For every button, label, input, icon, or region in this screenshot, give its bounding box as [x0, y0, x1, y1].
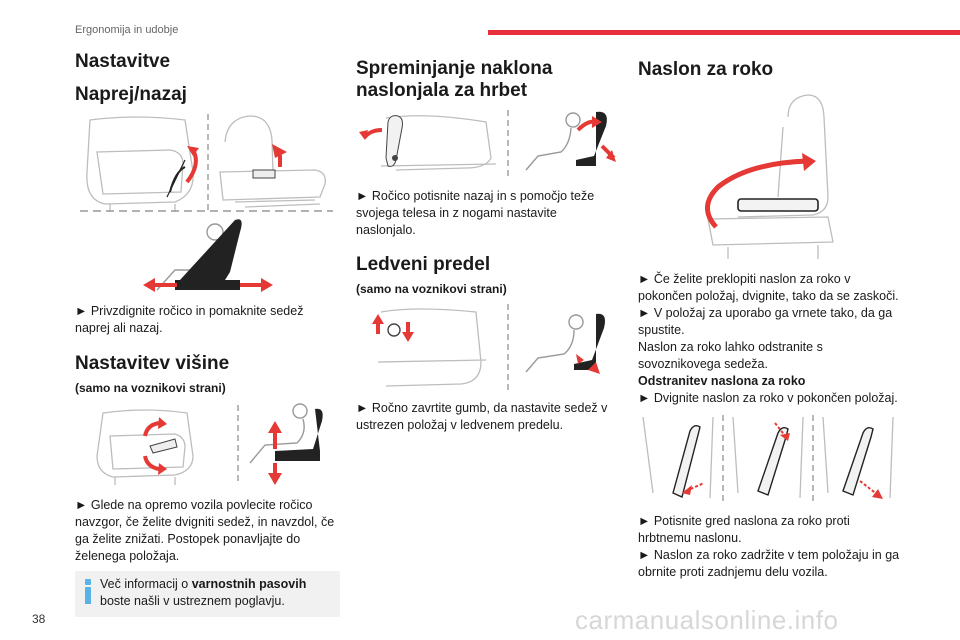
armrest-illustration — [705, 94, 834, 259]
armrest-text-6: ► Potisnite gred naslona za roko proti h… — [638, 514, 850, 545]
page-number: 38 — [32, 612, 46, 626]
header-accent-bar — [488, 30, 960, 35]
lumbar-heading: Ledveni predel — [356, 254, 491, 275]
column-middle: Spreminjanje naklona naslonjala za hrbet… — [356, 58, 618, 434]
armrest-text-3: Naslon za roko lahko odstranite s sovozn… — [638, 340, 823, 371]
armrest-text-5: ► Dvignite naslon za roko v pokončen pol… — [638, 391, 898, 405]
lumbar-instruction: ► Ročno zavrtite gumb, da nastavite sede… — [356, 401, 608, 432]
column-right: Naslon za roko ► Če želite preklopiti na… — [638, 58, 903, 581]
armrest-text-7: ► Naslon za roko zadržite v tem položaju… — [638, 548, 900, 579]
height-adjust-driver-note: (samo na voznikovi strani) — [75, 381, 226, 395]
lumbar-driver-note: (samo na voznikovi strani) — [356, 282, 507, 296]
column-left: Nastavitve Naprej/nazaj — [75, 50, 340, 617]
watermark: carmanualsonline.info — [575, 605, 839, 635]
seatbelt-link: varnostnih pasovih — [191, 577, 307, 591]
info-box: Več informacij o varnostnih pasovih bost… — [75, 571, 340, 617]
armrest-text-1: ► Če želite preklopiti naslon za roko v … — [638, 272, 899, 303]
settings-heading: Nastavitve — [75, 51, 171, 72]
armrest-text-2: ► V položaj za uporabo ga vrnete tako, d… — [638, 306, 893, 337]
seat-forward-backward-illustration — [80, 114, 333, 292]
height-adjust-heading: Nastavitev višine — [75, 353, 230, 374]
lumbar-illustration — [372, 304, 605, 390]
height-adjust-instruction: ► Glede na opremo vozila povlecite ročic… — [75, 498, 335, 563]
backrest-tilt-heading: Spreminjanje naklona naslonjala za hrbet — [356, 58, 553, 101]
forward-backward-heading: Naprej/nazaj — [75, 84, 187, 105]
info-text: Več informacij o varnostnih pasovih bost… — [100, 577, 307, 608]
backrest-tilt-instruction: ► Ročico potisnite nazaj in s pomočjo te… — [356, 189, 595, 237]
header-section-title: Ergonomija in udobje — [75, 24, 179, 36]
armrest-heading: Naslon za roko — [638, 59, 774, 80]
info-icon — [83, 576, 92, 610]
armrest-removal-heading: Odstranitev naslona za roko — [638, 374, 806, 388]
armrest-removal-illustration — [642, 415, 894, 503]
forward-backward-instruction: ► Privzdignite ročico in pomaknite sedež… — [75, 304, 304, 335]
seat-height-illustration — [96, 403, 323, 485]
backrest-tilt-illustration — [359, 110, 616, 178]
